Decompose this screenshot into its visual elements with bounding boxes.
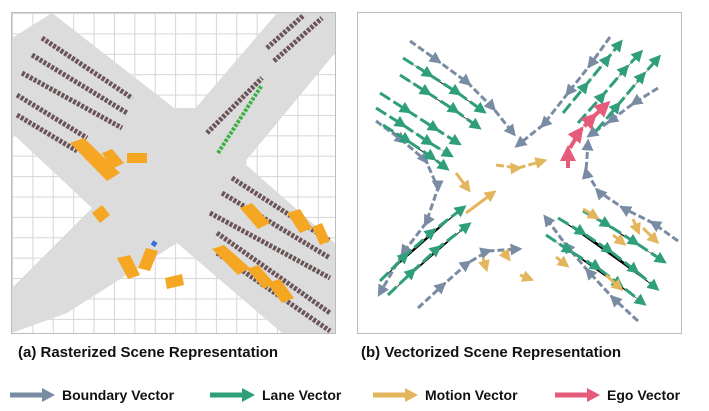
- legend-item-lane: Lane Vector: [208, 383, 341, 407]
- road-surface: [12, 13, 335, 333]
- legend-label-boundary: Boundary Vector: [62, 387, 175, 403]
- boundary-arrow-icon: [10, 388, 55, 402]
- motion-arrow-icon: [373, 388, 418, 402]
- caption-vectorized: (b) Vectorized Scene Representation: [361, 344, 622, 361]
- legend-item-boundary: Boundary Vector: [8, 383, 174, 407]
- pedestrian-raster: [150, 240, 158, 248]
- lane-markings-ne: [205, 13, 324, 135]
- motion-vectors: [454, 157, 660, 292]
- agents-raster: [70, 138, 330, 303]
- lane-vectors-sw: [378, 205, 472, 297]
- lane-vectors-nw: [375, 56, 487, 171]
- lane-markings-nw: [15, 35, 134, 154]
- ego-vectors: [560, 100, 611, 168]
- legend: Boundary Vector Lane Vector Motion Vecto…: [8, 383, 703, 407]
- vectorized-scene-panel: [357, 12, 682, 334]
- rasterized-scene-panel: [11, 12, 336, 334]
- ego-arrow-icon: [555, 388, 600, 402]
- lane-vectors-ne: [561, 39, 661, 132]
- legend-item-ego: Ego Vector: [553, 383, 680, 407]
- legend-item-motion: Motion Vector: [371, 383, 518, 407]
- vectorized-scene-canvas: [375, 36, 679, 323]
- caption-rasterized: (a) Rasterized Scene Representation: [18, 344, 279, 361]
- legend-label-ego: Ego Vector: [607, 387, 681, 403]
- lane-arrow-icon: [210, 388, 255, 402]
- legend-label-motion: Motion Vector: [425, 387, 518, 403]
- legend-label-lane: Lane Vector: [262, 387, 342, 403]
- rasterized-scene-canvas: [12, 13, 335, 333]
